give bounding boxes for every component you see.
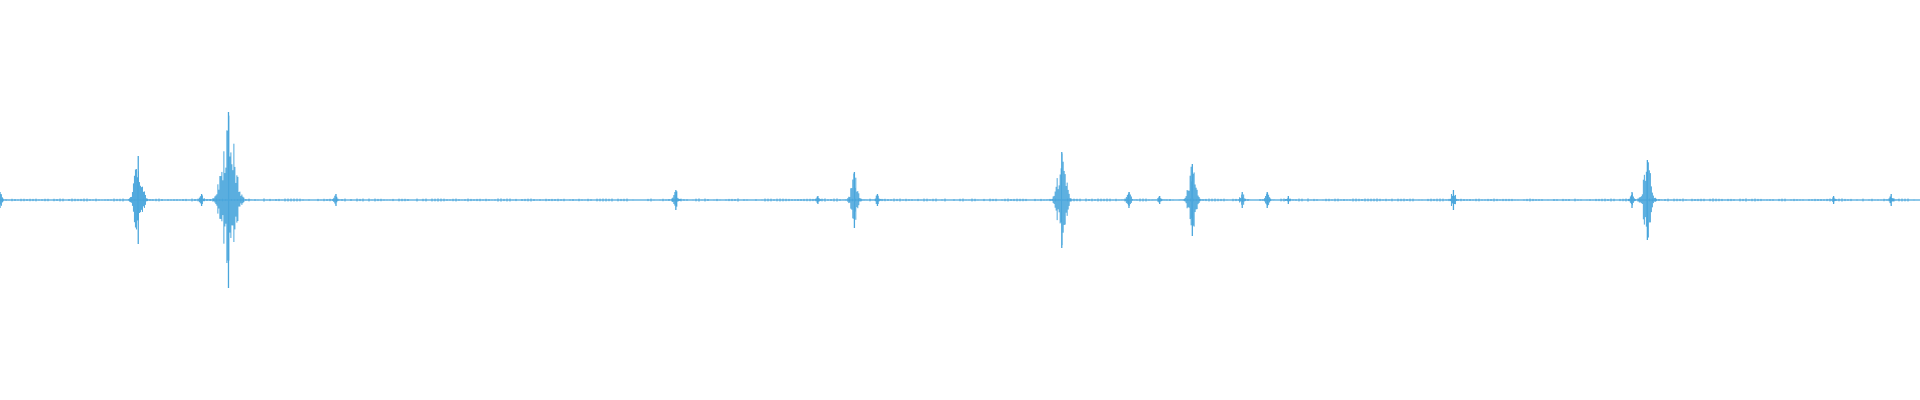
waveform-trace	[0, 112, 1920, 288]
